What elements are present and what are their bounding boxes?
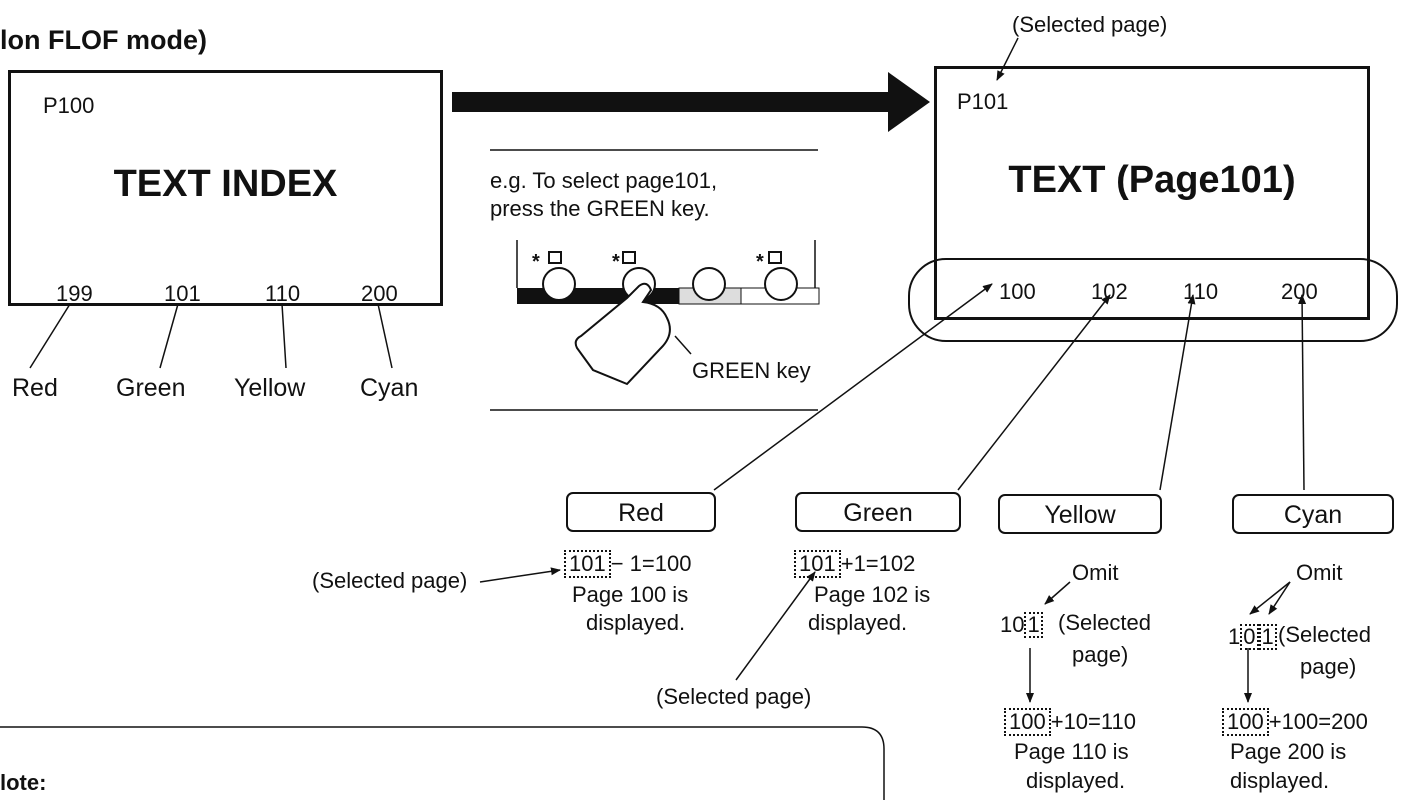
right-tv-screen: P101 TEXT (Page101) 100 102 110 200 <box>934 66 1370 320</box>
calc-expression: +1=102 <box>840 551 916 576</box>
omitted-digit: 1 <box>1258 624 1277 650</box>
result-line: Page 102 is <box>814 582 931 607</box>
big-right-arrow <box>452 72 930 132</box>
fastext-number-yellow: 110 <box>1183 279 1219 304</box>
selected-note: page) <box>1300 654 1357 679</box>
fastext-number-green: 102 <box>1091 279 1128 304</box>
omitted-digit: 0 <box>1240 624 1259 650</box>
selected-note: (Selected <box>1058 610 1151 635</box>
color-label-red: Red <box>12 374 58 402</box>
result-line: Page 100 is <box>572 582 689 607</box>
fastext-numbers-highlight <box>908 258 1398 342</box>
page-number: P101 <box>957 89 1009 114</box>
example-line-2: press the GREEN key. <box>490 196 710 221</box>
remote-control-illustration <box>516 240 820 386</box>
example-line-1: e.g. To select page101, <box>490 168 718 193</box>
star-icon: * <box>612 251 620 273</box>
fastext-number-cyan: 200 <box>1281 279 1318 304</box>
color-label-yellow: Yellow <box>234 374 306 402</box>
fastext-number-red: 100 <box>999 279 1036 304</box>
screen-title: TEXT (Page101) <box>1008 159 1296 201</box>
selected-page-note: (Selected page) <box>656 684 812 709</box>
fastext-number-yellow: 110 <box>265 281 301 306</box>
calc-expression: − 1=100 <box>610 551 692 576</box>
omit-note: Omit <box>1296 560 1343 585</box>
left-tv-screen: P100 TEXT INDEX 199 101 110 200 <box>8 70 443 306</box>
color-label-cyan: Cyan <box>360 374 419 402</box>
fastext-number-cyan: 200 <box>361 281 398 306</box>
selected-note: (Selected <box>1278 622 1371 647</box>
fastext-number-green: 101 <box>164 281 201 306</box>
note-title: lote: <box>0 770 47 795</box>
base-value: 100 <box>1004 708 1051 736</box>
label-yellow: Yellow <box>998 494 1162 534</box>
result-line: displayed. <box>1026 768 1126 793</box>
cyan-calculation: 100+100=200 <box>1222 708 1368 736</box>
selected-page-caption: (Selected page) <box>1012 12 1168 37</box>
screen-title: TEXT INDEX <box>113 163 338 205</box>
result-line: Page 110 is <box>1014 739 1129 764</box>
green-key-label: GREEN key <box>692 358 811 383</box>
result-line: Page 200 is <box>1230 739 1347 764</box>
star-icon: * <box>532 251 540 273</box>
calc-expression: +100=200 <box>1268 709 1368 734</box>
green-calculation: 101+1=102 <box>794 550 915 578</box>
result-line: displayed. <box>808 610 908 635</box>
fastext-number-red: 199 <box>56 281 93 306</box>
red-calculation: 101− 1=100 <box>564 550 691 578</box>
base-value: 100 <box>1222 708 1269 736</box>
selected-page-note: (Selected page) <box>312 568 468 593</box>
label-cyan: Cyan <box>1232 494 1394 534</box>
color-label-green: Green <box>116 374 186 402</box>
selected-note: page) <box>1072 642 1129 667</box>
omitted-digit: 1 <box>1024 612 1043 638</box>
yellow-calculation: 100+10=110 <box>1004 708 1136 736</box>
selected-page-value: 101 <box>794 550 841 578</box>
page-number: P100 <box>43 93 95 118</box>
calc-expression: +10=110 <box>1050 709 1136 734</box>
result-line: displayed. <box>586 610 686 635</box>
section-title: lon FLOF mode) <box>0 25 207 55</box>
label-red: Red <box>566 492 716 532</box>
label-green: Green <box>795 492 961 532</box>
selected-page-value: 101 <box>564 550 611 578</box>
omit-note: Omit <box>1072 560 1119 585</box>
star-icon: * <box>756 251 764 273</box>
result-line: displayed. <box>1230 768 1330 793</box>
